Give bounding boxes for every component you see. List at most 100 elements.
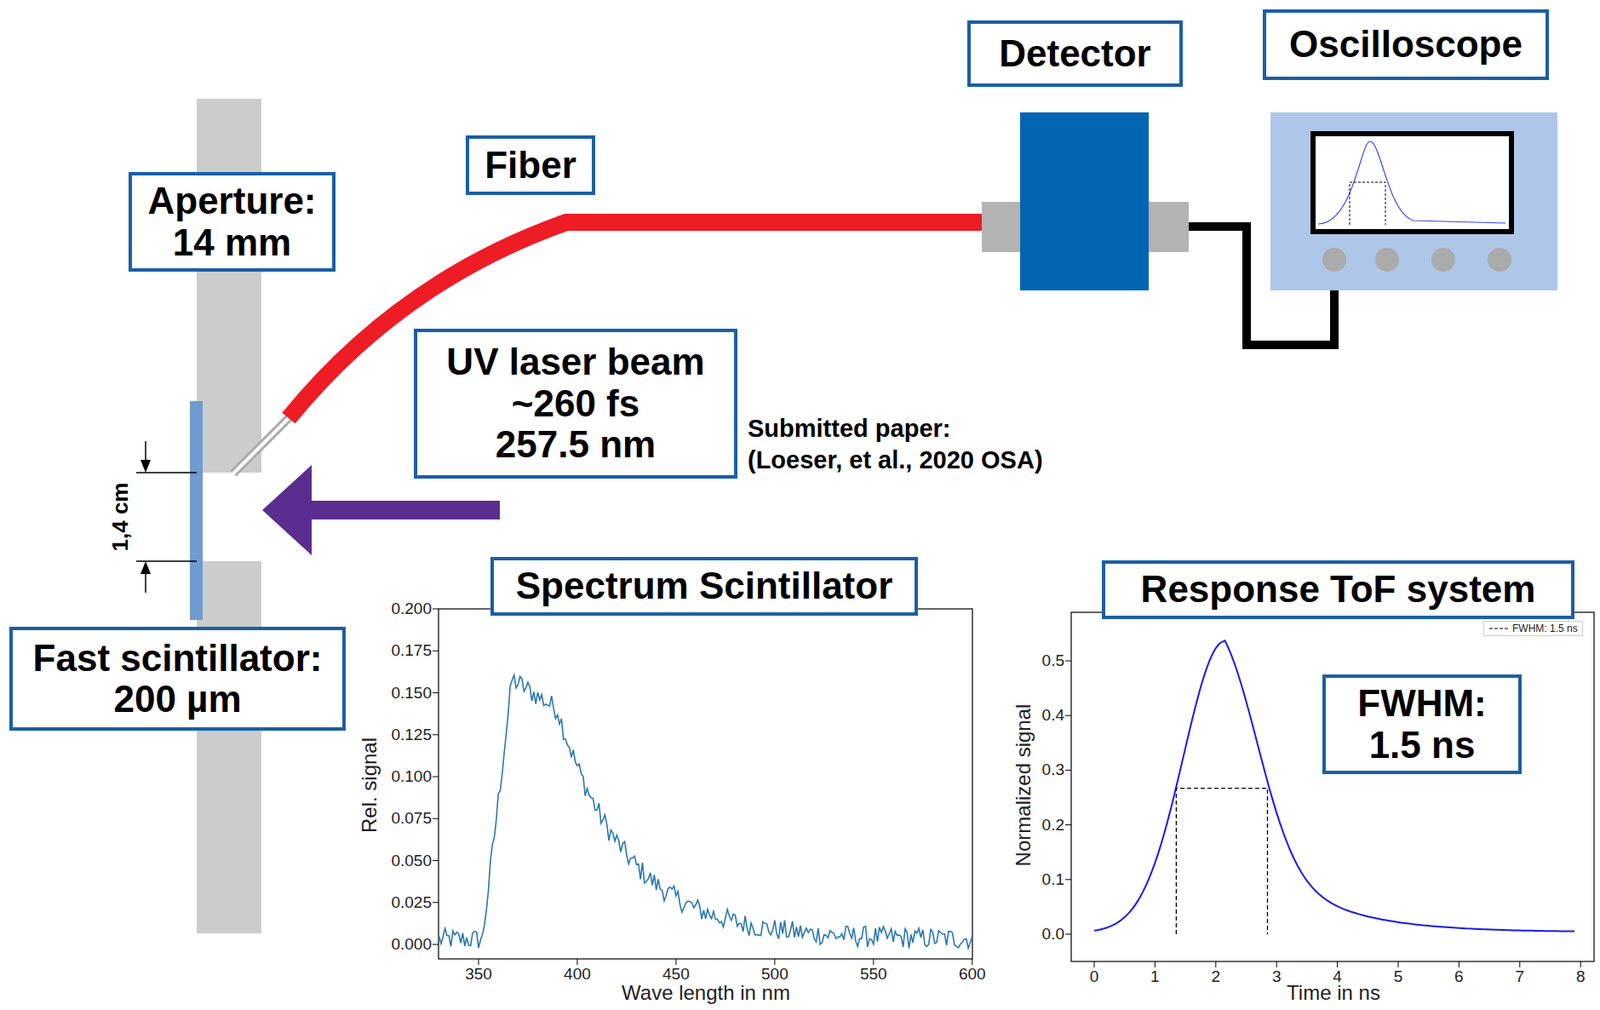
tick-mark — [1580, 961, 1582, 968]
tick-label: 450 — [662, 965, 690, 984]
axis-title: Normalized signal — [1012, 704, 1035, 867]
tick-label: 8 — [1576, 968, 1586, 987]
tick-mark — [1065, 824, 1072, 826]
axis-title: Time in ns — [1286, 981, 1381, 1004]
fwhm-marker — [1175, 788, 1268, 935]
tick-mark — [1154, 961, 1156, 968]
label-box: Spectrum Scintillator — [490, 556, 918, 616]
spectrum-curve — [439, 675, 973, 949]
note: (Loeser, et al., 2020 OSA) — [747, 447, 1044, 475]
box-label: Detector — [998, 33, 1152, 75]
dimension-line — [136, 471, 197, 474]
tick-label: 1 — [1150, 968, 1160, 987]
label-box: UV laser beam~260 fs257.5 nm — [413, 328, 738, 479]
oscilloscope-body — [1270, 112, 1558, 291]
label-box: Aperture:14 mm — [128, 172, 336, 272]
tick-label: 0.150 — [390, 683, 432, 702]
box-label: Oscilloscope — [1289, 23, 1523, 65]
dimension-label: 1,4 cm — [108, 482, 133, 552]
tick-label: 500 — [761, 965, 789, 984]
tick-mark — [1215, 961, 1216, 968]
dimension-arrowhead — [140, 561, 151, 574]
box-label: Response ToF system — [1141, 568, 1537, 610]
tick-mark — [478, 958, 480, 965]
label-box: Response ToF system — [1101, 560, 1575, 620]
tick-label: 6 — [1454, 968, 1464, 987]
tick-label: 400 — [563, 965, 591, 984]
plot-frame — [1071, 612, 1595, 962]
detector-connector — [1147, 201, 1189, 253]
note: Submitted paper: — [747, 415, 951, 443]
tick-mark — [432, 860, 439, 861]
box-label: Fiber — [484, 144, 577, 186]
response-curve — [1094, 640, 1575, 931]
label-box: FWHM:1.5 ns — [1322, 674, 1522, 775]
tick-mark — [432, 944, 439, 946]
tick-mark — [971, 958, 973, 965]
tick-mark — [1065, 769, 1072, 771]
tick-mark — [1519, 961, 1520, 968]
label-box: Oscilloscope — [1262, 9, 1549, 81]
tick-label: 3 — [1272, 968, 1282, 987]
plot-layer — [432, 608, 1581, 968]
tick-label: 0.1 — [1042, 870, 1065, 889]
tick-label: 0.3 — [1042, 761, 1065, 780]
tick-mark — [432, 608, 439, 610]
aperture-plate — [196, 98, 262, 473]
box-label: 200 µm — [113, 678, 241, 720]
tick-mark — [576, 958, 578, 965]
scintillator-foil — [189, 401, 203, 620]
tick-mark — [1336, 961, 1338, 968]
tick-mark — [1094, 961, 1096, 968]
tick-label: 0.175 — [390, 642, 432, 660]
tick-label: 0.000 — [390, 935, 432, 954]
box-label: 14 mm — [172, 222, 292, 264]
tick-label: 2 — [1211, 968, 1222, 987]
box-label: ~260 fs — [511, 383, 640, 425]
dimension-line — [136, 560, 197, 563]
tick-label: 0.100 — [390, 768, 432, 786]
legend-label: FWHM: 1.5 ns — [1512, 622, 1578, 635]
box-label: 257.5 nm — [495, 424, 656, 465]
tick-mark — [1458, 961, 1460, 968]
tick-mark — [432, 692, 439, 694]
legend-sample — [1488, 624, 1509, 633]
box-label: Spectrum Scintillator — [516, 565, 894, 607]
label-box: Fast scintillator:200 µm — [9, 626, 346, 731]
fiber-ferrule — [233, 416, 291, 474]
detector-body — [1020, 112, 1149, 291]
oscilloscope-knob — [1431, 247, 1456, 272]
tick-label: 7 — [1515, 968, 1526, 987]
tick-mark — [774, 958, 775, 965]
tick-label: 0.5 — [1042, 652, 1065, 671]
label-box: Detector — [967, 20, 1183, 87]
tick-label: 0.075 — [390, 809, 432, 828]
tick-label: 0.4 — [1042, 706, 1065, 725]
dimension-arrowhead — [140, 459, 151, 473]
tick-mark — [675, 958, 677, 965]
tick-mark — [1065, 660, 1072, 662]
tick-label: 550 — [860, 965, 888, 984]
tick-label: 600 — [958, 965, 987, 984]
tick-mark — [432, 776, 439, 778]
tick-mark — [432, 734, 439, 735]
tick-mark — [432, 818, 439, 820]
box-label: UV laser beam — [446, 341, 705, 383]
screen-fwhm-marker — [1349, 182, 1386, 225]
box-label: Aperture: — [147, 180, 316, 222]
fiber-ferrule — [233, 416, 291, 474]
tick-mark — [432, 901, 439, 903]
box-label: FWHM: — [1357, 682, 1487, 724]
tick-label: 350 — [464, 965, 493, 984]
aperture-plate — [196, 561, 262, 934]
box-label: Fast scintillator: — [33, 637, 323, 679]
legend: FWHM: 1.5 ns — [1483, 620, 1583, 637]
box-label: 1.5 ns — [1369, 724, 1476, 766]
detector-connector — [981, 201, 1021, 253]
axis-title: Rel. signal — [358, 737, 381, 833]
screen-pulse — [1318, 141, 1506, 224]
tick-label: 0.2 — [1042, 815, 1065, 834]
label-box: Fiber — [465, 135, 596, 195]
tick-label: 0.050 — [390, 851, 432, 870]
